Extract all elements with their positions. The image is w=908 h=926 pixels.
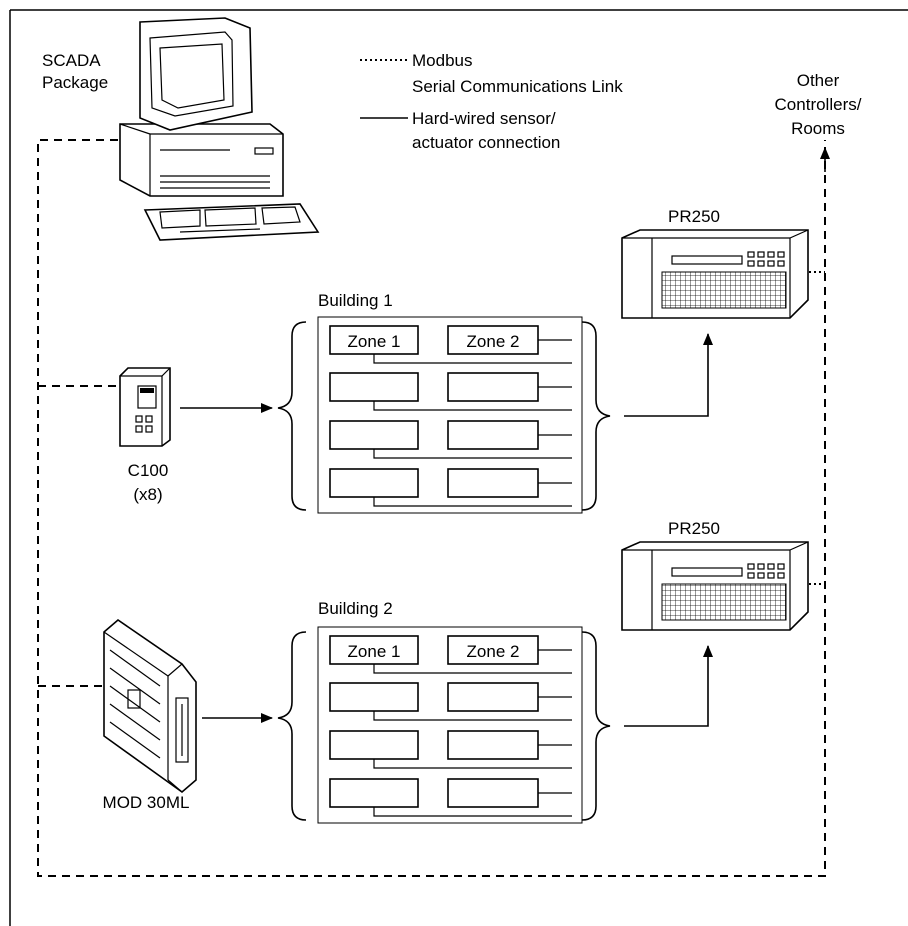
building1-zone5 bbox=[329, 420, 419, 450]
other-label-line3: Rooms bbox=[791, 119, 845, 138]
building2-zone3 bbox=[329, 682, 419, 712]
c100-controller-icon bbox=[119, 367, 171, 447]
pr250-top-label: PR250 bbox=[668, 207, 720, 226]
building1-wiring bbox=[373, 339, 572, 507]
legend-actuator-label: actuator connection bbox=[412, 133, 560, 152]
building2-zone6 bbox=[447, 730, 539, 760]
building1-title: Building 1 bbox=[318, 291, 393, 310]
building2-zone8 bbox=[447, 778, 539, 808]
building2-zone5 bbox=[329, 730, 419, 760]
legend-modbus-label: Modbus bbox=[412, 51, 472, 70]
building1-zone4 bbox=[447, 372, 539, 402]
building1-right-brace bbox=[581, 321, 611, 511]
other-label-line1: Other bbox=[797, 71, 840, 90]
c100-count: (x8) bbox=[133, 485, 162, 504]
other-label-line2: Controllers/ bbox=[775, 95, 862, 114]
building1-zone3 bbox=[329, 372, 419, 402]
building2-zone4 bbox=[447, 682, 539, 712]
building1-zone6 bbox=[447, 420, 539, 450]
pr250-bottom-recorder-icon bbox=[621, 541, 809, 631]
building2-zone1-label: Zone 1 bbox=[348, 642, 401, 661]
building1-frame bbox=[317, 316, 583, 514]
c100-label: C100 bbox=[128, 461, 169, 480]
pr250-bottom-label: PR250 bbox=[668, 519, 720, 538]
building2-to-pr250-arrow bbox=[624, 645, 713, 727]
building2-wiring bbox=[373, 649, 572, 817]
building1-zone1-label: Zone 1 bbox=[348, 332, 401, 351]
building2-zone2 bbox=[447, 635, 539, 665]
building2-title: Building 2 bbox=[318, 599, 393, 618]
building2-frame bbox=[317, 626, 583, 824]
building1-zone2-label: Zone 2 bbox=[467, 332, 520, 351]
scada-label-line1: SCADA bbox=[42, 51, 101, 70]
building1: Zone 1 Zone 2 bbox=[277, 316, 713, 514]
legend-hardwired-label: Hard-wired sensor/ bbox=[412, 109, 556, 128]
building2-left-brace bbox=[277, 631, 307, 821]
building2-zone2-label: Zone 2 bbox=[467, 642, 520, 661]
building2-right-brace bbox=[581, 631, 611, 821]
legend-serial-label: Serial Communications Link bbox=[412, 77, 623, 96]
building2-zone1 bbox=[329, 635, 419, 665]
building2: Zone 1 Zone 2 bbox=[277, 626, 713, 824]
scada-computer-icon bbox=[119, 17, 320, 241]
scada-label-line2: Package bbox=[42, 73, 108, 92]
mod30ml-label: MOD 30ML bbox=[103, 793, 190, 812]
mod30ml-icon bbox=[103, 618, 197, 794]
building1-to-pr250-arrow bbox=[624, 333, 713, 417]
building2-zone7 bbox=[329, 778, 419, 808]
building1-left-brace bbox=[277, 321, 307, 511]
modbus-bus bbox=[37, 139, 826, 877]
pr250-top-recorder-icon bbox=[621, 229, 809, 319]
legend: Modbus Serial Communications Link Hard-w… bbox=[360, 51, 623, 152]
building1-zone7 bbox=[329, 468, 419, 498]
building1-zone8 bbox=[447, 468, 539, 498]
